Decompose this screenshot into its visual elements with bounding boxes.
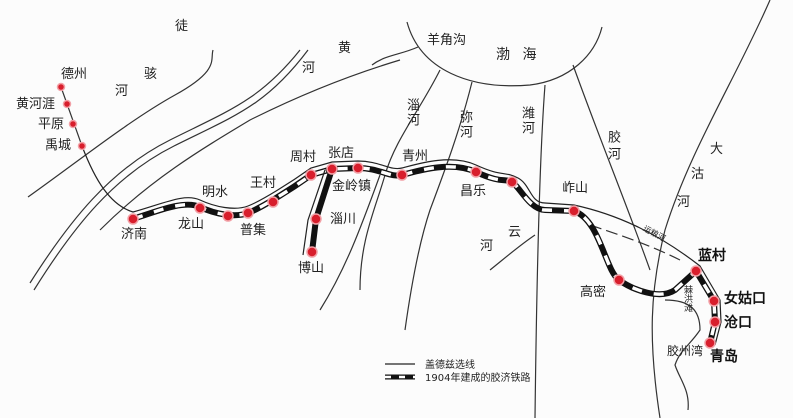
- label-zhangdian: 张店: [328, 146, 355, 161]
- station-dots: [56, 82, 721, 349]
- station-dot-longshan: [194, 202, 206, 214]
- label-zichuan: 淄川: [330, 212, 357, 227]
- station-dot-dezhou: [56, 82, 66, 92]
- label-river-he1: 河: [115, 84, 129, 99]
- legend: 盖德兹选线 1904年建成的胶济铁路: [385, 357, 531, 384]
- label-cangkou: 沧口: [724, 315, 752, 331]
- jiaozhou-bay-coast: [664, 299, 701, 411]
- label-yangjiaogou: 羊角沟: [427, 33, 467, 48]
- label-boshan: 博山: [298, 261, 325, 276]
- tuhai-river-bank-2: [33, 49, 309, 291]
- legend-railway-icon: [385, 374, 415, 379]
- station-dot-huanghetai: [62, 99, 72, 109]
- label-river-da: 大: [710, 142, 724, 157]
- station-dot-nvgukou: [708, 295, 720, 307]
- label-zhoucun: 周村: [290, 150, 317, 165]
- station-dot-zhangdian: [326, 163, 338, 175]
- station-dot-pingyuan: [68, 119, 78, 129]
- label-lancun: 蓝村: [698, 248, 726, 264]
- label-river-he3: 河: [677, 195, 691, 210]
- zi-east-line: [319, 174, 381, 311]
- tuhai-river-bank-1: [29, 49, 301, 284]
- label-qingdao: 青岛: [710, 349, 738, 365]
- station-dot-jinan: [127, 213, 139, 225]
- label-jiaozhouwan: 胶州湾: [667, 344, 704, 358]
- label-jinlingzhen: 金岭镇: [332, 179, 372, 194]
- railway-main-track-dash: [132, 165, 717, 344]
- legend-item-railway: 1904年建成的胶济铁路: [385, 370, 531, 384]
- yun-line: [489, 234, 536, 271]
- wei-river: [534, 84, 546, 418]
- station-dot-weixian: [506, 176, 518, 188]
- label-puji: 普集: [240, 223, 267, 238]
- station-dot-zichuan: [310, 213, 322, 225]
- label-river-yun: 云: [508, 225, 522, 240]
- label-river-tu: 徒: [175, 19, 189, 34]
- label-river-huang: 黄: [338, 41, 352, 56]
- station-dot-zuoshan: [568, 205, 580, 217]
- rivers: [27, 0, 771, 418]
- label-mingshui: 明水: [202, 185, 229, 200]
- tuhai-river-line: [27, 49, 214, 198]
- label-jiao-river: 胶河: [605, 130, 620, 164]
- label-zi-river: 淄河: [404, 98, 419, 128]
- station-dot-boshan: [306, 246, 318, 258]
- legend-item-gaide: 盖德兹选线: [385, 357, 530, 371]
- label-longshan: 龙山: [178, 217, 205, 232]
- label-river-gu: 沽: [691, 167, 705, 182]
- label-dezhou: 德州: [61, 67, 88, 82]
- station-dot-zhoucun: [305, 169, 317, 181]
- legend-label-gaide: 盖德兹选线: [425, 360, 475, 371]
- dezhou-branch: [60, 86, 83, 147]
- label-yucheng: 禹城: [45, 138, 72, 153]
- label-qingzhou: 青州: [402, 149, 429, 164]
- label-river-he4: 河: [480, 239, 494, 254]
- station-dot-yucheng: [77, 141, 87, 151]
- station-dot-changle: [470, 166, 482, 178]
- label-zuoshan: 岞山: [562, 181, 589, 196]
- station-dot-puji: [242, 207, 254, 219]
- bohai-coast: [406, 21, 603, 87]
- label-jihongtan: 棘洪滩: [682, 285, 692, 312]
- label-bohai: 渤 海: [496, 47, 537, 63]
- station-dot-lancun: [690, 265, 702, 277]
- label-huanghetai: 黄河涯: [16, 97, 56, 112]
- station-dot-wangcun: [267, 196, 279, 208]
- label-river-hai: 骇: [144, 67, 158, 82]
- label-pingyuan: 平原: [38, 117, 65, 132]
- dagu-river: [651, 0, 771, 418]
- station-dot-qingzhou: [396, 169, 408, 181]
- boshan-branch-track: [309, 168, 335, 253]
- label-river-he2: 河: [302, 61, 316, 76]
- station-dot-mingshui: [222, 210, 234, 222]
- label-wei-river: 潍河: [519, 106, 534, 136]
- label-wangcun: 王村: [250, 176, 277, 191]
- label-changle: 昌乐: [460, 184, 487, 199]
- yellow-river-line: [99, 59, 401, 231]
- legend-thin-line-icon: [385, 362, 415, 365]
- yangjiaogou-line: [371, 46, 419, 66]
- station-dot-gaomi: [613, 274, 625, 286]
- yunliang-river: [589, 224, 681, 261]
- station-dot-jinlingzhen: [352, 162, 364, 174]
- label-nvgukou: 女姑口: [724, 291, 766, 307]
- dezhou-line: [60, 86, 83, 147]
- station-dot-qingdao: [704, 337, 716, 349]
- label-jinan: 济南: [121, 227, 148, 242]
- jiao-river: [572, 64, 651, 271]
- boshan-branch-gaide: [302, 169, 326, 256]
- legend-label-railway: 1904年建成的胶济铁路: [425, 373, 531, 384]
- station-dot-cangkou: [709, 316, 721, 328]
- gaide-route-line: [81, 145, 722, 346]
- label-gaomi: 高密: [580, 285, 607, 300]
- label-mi-river: 弥河: [457, 110, 472, 140]
- mi-river: [404, 81, 473, 331]
